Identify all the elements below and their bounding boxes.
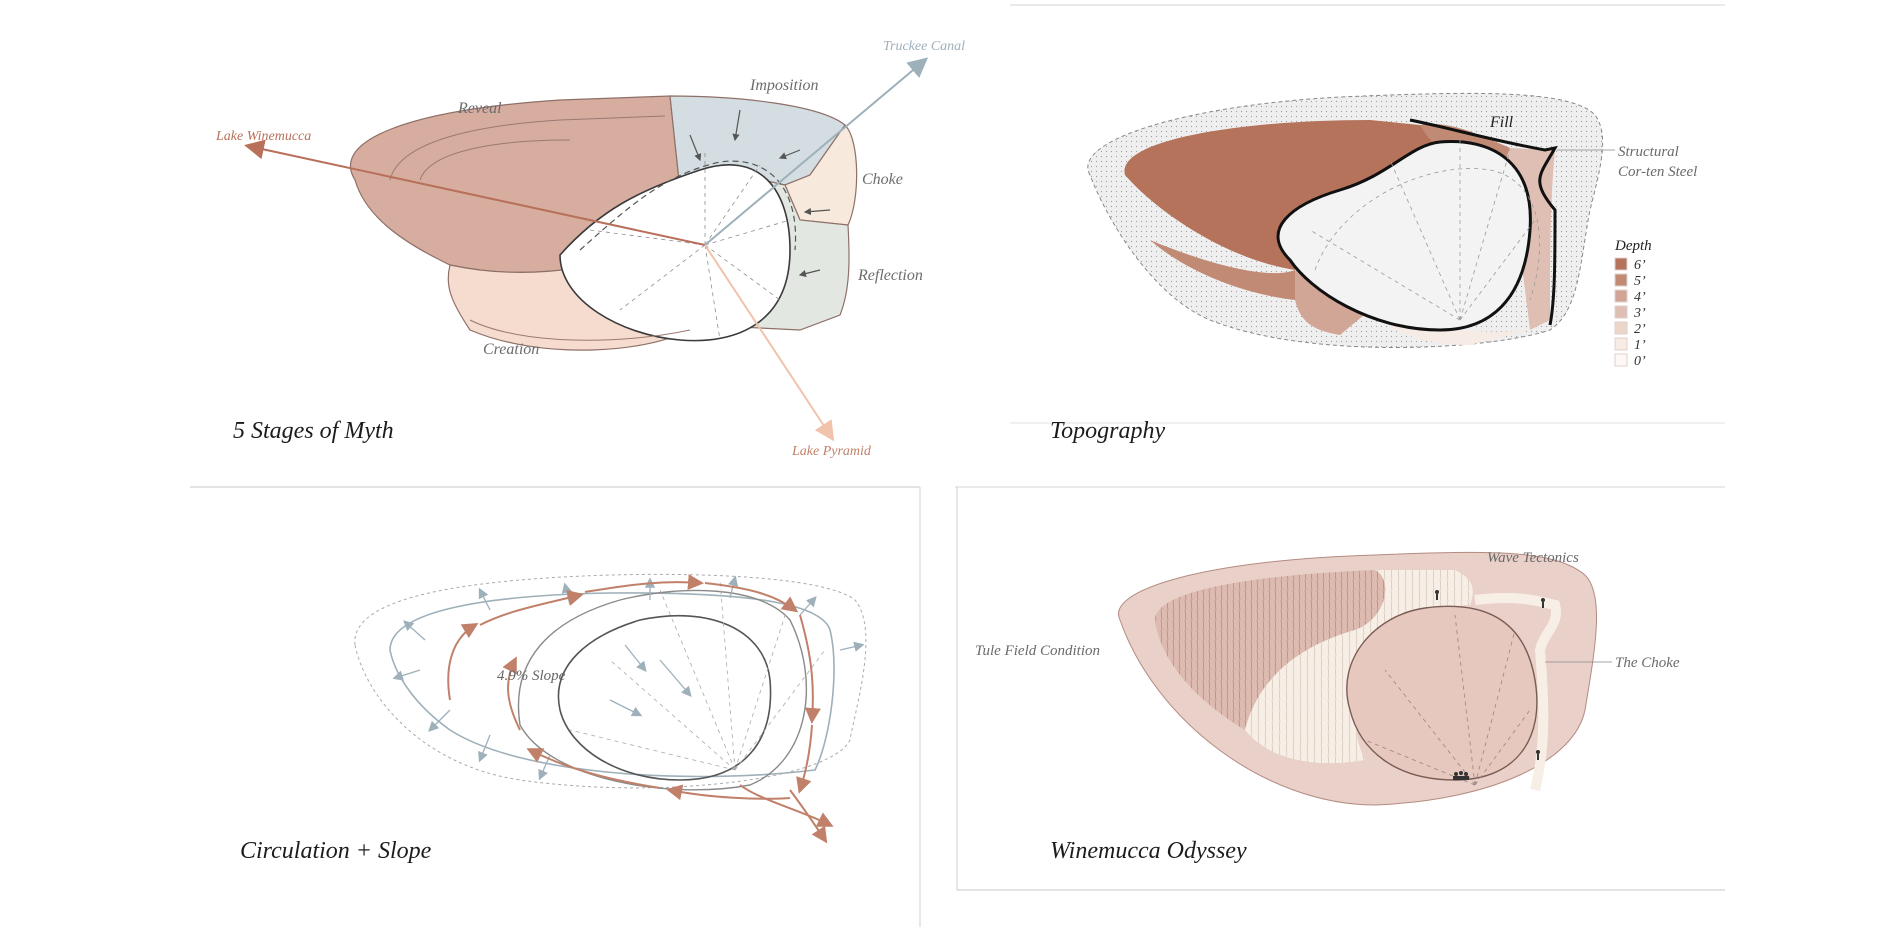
panel-winemucca-odyssey: Wave Tectonics Tule Field Condition The … <box>955 480 1730 927</box>
label-lake-winemucca: Lake Winemucca <box>215 129 311 144</box>
myth-diagram: Reveal Imposition Choke Reflection Creat… <box>215 39 965 459</box>
circulation-diagram: 4.9% Slope <box>190 486 921 927</box>
choke-wall <box>1474 592 1561 792</box>
label-fill: Fill <box>1489 114 1514 131</box>
label-reflection: Reflection <box>857 267 923 284</box>
legend-label: 0’ <box>1634 354 1646 369</box>
legend-swatch <box>1614 273 1628 287</box>
topography-diagram: Fill Structural Cor-ten Steel Depth 6’5’4… <box>1010 4 1725 424</box>
outer-boundary <box>354 573 867 789</box>
title-topography: Topography <box>1050 418 1166 444</box>
legend-title: Depth <box>1614 238 1652 254</box>
label-imposition: Imposition <box>749 77 818 94</box>
panel-five-stages-of-myth: Reveal Imposition Choke Reflection Creat… <box>0 0 1000 480</box>
label-truckee-canal: Truckee Canal <box>883 39 965 54</box>
truckee-arrow <box>704 57 929 246</box>
depth-zone-6 <box>1124 120 1435 270</box>
label-lake-pyramid: Lake Pyramid <box>791 444 872 459</box>
label-the-choke: The Choke <box>1615 655 1680 671</box>
legend-swatch <box>1614 305 1628 319</box>
label-cor-ten-steel: Cor-ten Steel <box>1618 164 1697 180</box>
legend-label: 2’ <box>1634 322 1646 337</box>
inner-basin <box>1276 140 1532 332</box>
label-creation: Creation <box>483 341 539 358</box>
legend-label: 1’ <box>1634 338 1646 353</box>
label-wave-tectonics: Wave Tectonics <box>1487 550 1579 566</box>
label-choke: Choke <box>862 171 903 188</box>
cor-ten-steel-wall <box>1409 118 1558 326</box>
legend-swatch <box>1614 289 1628 303</box>
legend-swatch <box>1614 321 1628 335</box>
pyramid-arrow <box>704 244 835 442</box>
legend-label: 4’ <box>1634 290 1646 305</box>
panel-circulation-slope: 4.9% Slope Circulation + Slope <box>190 480 950 927</box>
title-five-stages-of-myth: 5 Stages of Myth <box>233 418 394 444</box>
title-circulation-slope: Circulation + Slope <box>240 838 432 864</box>
inner-basin <box>1346 605 1538 781</box>
label-slope: 4.9% Slope <box>497 668 566 684</box>
title-winemucca-odyssey: Winemucca Odyssey <box>1050 838 1247 864</box>
label-structural: Structural <box>1618 144 1679 160</box>
inner-basin <box>557 614 772 781</box>
panel-topography: Fill Structural Cor-ten Steel Depth 6’5’4… <box>1010 0 1730 470</box>
depth-zone-1 <box>1370 310 1530 345</box>
label-tule-field-condition: Tule Field Condition <box>975 643 1100 659</box>
depth-legend: Depth 6’5’4’3’2’1’0’ <box>1614 238 1652 369</box>
legend-swatch <box>1614 337 1628 351</box>
label-reveal: Reveal <box>457 100 502 117</box>
legend-swatch <box>1614 257 1628 271</box>
legend-label: 5’ <box>1634 274 1646 289</box>
depth-zone-5 <box>1150 240 1295 300</box>
odyssey-diagram: Wave Tectonics Tule Field Condition The … <box>955 486 1725 891</box>
legend-label: 3’ <box>1633 306 1646 321</box>
tule-field <box>1155 570 1386 730</box>
inner-basin <box>559 164 791 342</box>
winemucca-arrow <box>244 139 706 246</box>
legend-label: 6’ <box>1634 258 1646 273</box>
legend-swatch <box>1614 353 1628 367</box>
